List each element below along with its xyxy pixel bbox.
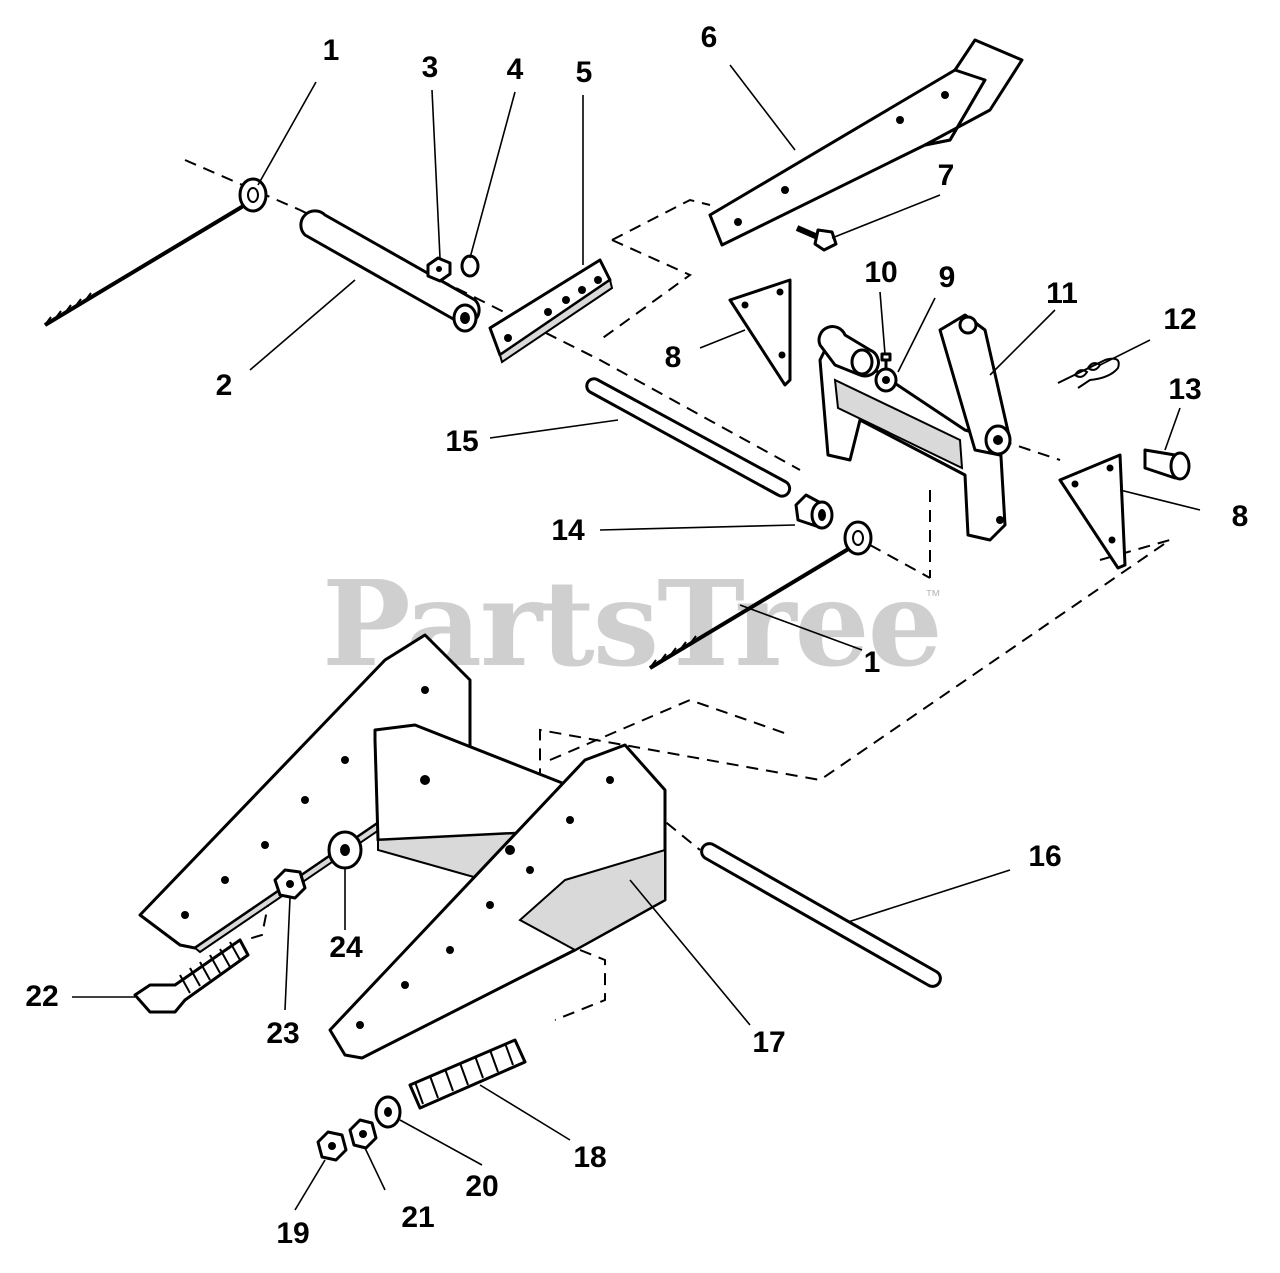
part-flat-washer: [327, 830, 363, 870]
part-gusset-plate-left: [728, 278, 792, 387]
part-eye-bolt-lower: [648, 520, 873, 670]
part-jam-nut: [348, 1118, 378, 1150]
callout-18: 18: [573, 1141, 607, 1174]
part-compression-spring: [408, 1038, 527, 1110]
part-hole-plate: [488, 258, 614, 364]
callout-15: 15: [445, 425, 479, 458]
callout-16: 16: [1028, 840, 1062, 873]
callout-1-lower: 1: [863, 646, 881, 679]
part-lock-washer-small: [460, 254, 480, 278]
part-hex-nut-small: [426, 256, 452, 283]
part-hex-nut: [273, 868, 307, 900]
part-long-rod: [585, 377, 792, 498]
part-eye-bolt-upper: [43, 177, 268, 327]
callout-7: 7: [937, 159, 955, 192]
part-hex-bolt: [795, 225, 838, 252]
callout-2: 2: [215, 369, 233, 402]
callout-6: 6: [700, 21, 718, 54]
part-tube: [299, 209, 481, 333]
callout-1-upper: 1: [322, 34, 340, 67]
callout-13: 13: [1168, 373, 1202, 406]
part-gusset-plate-right: [1058, 453, 1127, 570]
part-axle-rod: [700, 842, 942, 988]
callout-3: 3: [421, 51, 439, 84]
part-bushing: [794, 493, 834, 530]
callout-23: 23: [266, 1017, 300, 1050]
part-lever-arm: [708, 38, 1024, 247]
callout-4: 4: [506, 53, 524, 86]
part-clevis-pin: [1143, 448, 1191, 481]
part-spring-washer: [374, 1095, 402, 1129]
part-lock-nut: [316, 1130, 348, 1162]
trademark-symbol: ™: [925, 588, 941, 605]
callout-21: 21: [401, 1201, 435, 1234]
callout-8-right: 8: [1231, 500, 1249, 533]
callout-5: 5: [575, 56, 593, 89]
part-hairpin-clip: [1057, 357, 1120, 389]
callout-12: 12: [1163, 303, 1197, 336]
part-threaded-adjuster: [133, 938, 250, 1014]
callout-20: 20: [465, 1170, 499, 1203]
callout-10: 10: [864, 256, 898, 289]
part-lift-bracket: [817, 313, 1012, 542]
callout-24: 24: [329, 931, 363, 964]
callout-9: 9: [938, 261, 956, 294]
callout-14: 14: [551, 514, 585, 547]
callout-8-left: 8: [664, 341, 682, 374]
callout-leader-lines: [72, 64, 1201, 1211]
callout-11: 11: [1046, 277, 1078, 310]
assembly-dash-lines: [184, 159, 1171, 1021]
part-main-frame: [138, 633, 667, 1060]
callout-22: 22: [25, 980, 59, 1013]
callout-17: 17: [752, 1026, 786, 1059]
callout-19: 19: [276, 1217, 310, 1250]
